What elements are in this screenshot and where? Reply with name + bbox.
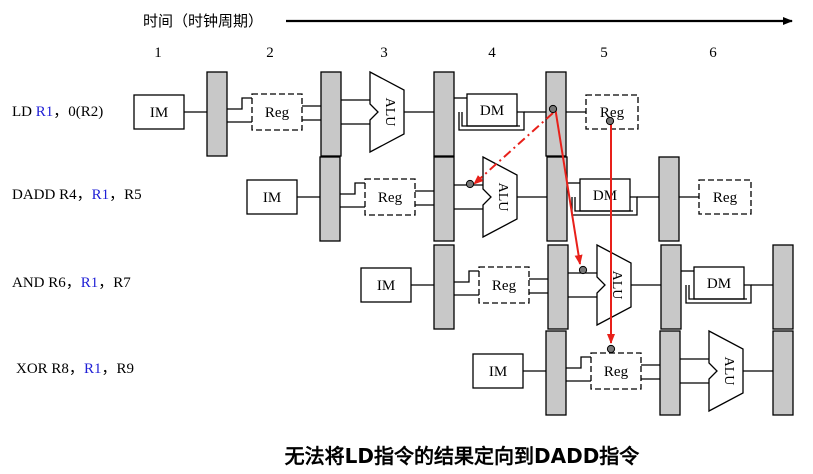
instruction-text-part: AND R6， <box>12 275 81 291</box>
im-stage-label: IM <box>489 364 507 380</box>
instruction-text-part: ，R7 <box>98 275 131 291</box>
instruction-label-1: LD R1，0(R2) <box>12 104 103 120</box>
cycle-number-5: 5 <box>600 45 608 61</box>
im-stage-label: IM <box>263 190 281 206</box>
reg-read-stage <box>478 266 530 304</box>
cycle-number-row: 1 2 3 4 5 6 <box>154 45 717 61</box>
forward-sink-dot <box>606 344 616 354</box>
pipeline-row-3: IM Reg ALU DM <box>360 243 794 330</box>
pipeline-latch-if-id <box>206 71 228 157</box>
pipeline-latch-id-ex <box>547 244 569 330</box>
dm-stage <box>693 266 745 300</box>
reg-read-stage <box>251 93 303 131</box>
cycle-number-3: 3 <box>380 45 388 61</box>
instruction-text-part: ，0(R2) <box>53 104 103 120</box>
pipeline-latch-id-ex <box>433 156 455 242</box>
reg-read-stage-label: Reg <box>378 190 403 206</box>
cycle-number-2: 2 <box>266 45 274 61</box>
pipeline-row-4: IM Reg ALU <box>472 329 794 416</box>
register-r1-highlight: R1 <box>84 361 102 377</box>
reg-read-stage <box>364 178 416 216</box>
im-stage <box>360 267 412 303</box>
im-stage <box>472 353 524 389</box>
reg-write-stage <box>698 179 752 215</box>
cycle-number-1: 1 <box>154 45 162 61</box>
instruction-label-3: AND R6，R1，R7 <box>12 275 131 291</box>
cycle-number-4: 4 <box>488 45 496 61</box>
alu-stage-label: ALU <box>609 271 624 300</box>
pipeline-latch-mem-wb <box>772 244 794 330</box>
register-r1-highlight: R1 <box>92 187 110 203</box>
instruction-text-part: XOR R8， <box>16 361 84 377</box>
instruction-text-part: ，R9 <box>101 361 134 377</box>
pipeline-row-2: IM Reg ALU DM Reg <box>246 155 752 242</box>
im-stage-label: IM <box>150 105 168 121</box>
instruction-label-2: DADD R4，R1，R5 <box>12 187 142 203</box>
pipeline-row-1: IM Reg ALU DM Reg <box>133 70 639 157</box>
dm-stage-label: DM <box>593 188 617 204</box>
alu-stage <box>369 70 405 154</box>
reg-write-stage-label: Reg <box>713 190 738 206</box>
alu-stage <box>482 155 518 239</box>
reg-read-stage-label: Reg <box>604 364 629 380</box>
register-r1-highlight: R1 <box>81 275 99 291</box>
alu-stage <box>596 243 632 327</box>
forwarding-paths <box>465 104 616 354</box>
forward-source-dot <box>605 116 615 126</box>
alu-stage-label: ALU <box>721 357 736 386</box>
pipeline-latch-mem-wb <box>658 156 680 242</box>
alu-stage-label: ALU <box>495 183 510 212</box>
cycle-number-6: 6 <box>709 45 717 61</box>
dm-stage <box>579 178 631 212</box>
pipeline-latch-ex-mem <box>546 156 568 242</box>
dm-stage-label: DM <box>707 276 731 292</box>
alu-stage <box>708 329 744 413</box>
forward-sink-dot <box>578 265 588 275</box>
forward-source-dot <box>548 104 558 114</box>
forward-sink-dot <box>465 179 475 189</box>
pipeline-latch-ex-mem <box>772 330 794 416</box>
alu-stage-label: ALU <box>382 98 397 127</box>
dm-stage <box>466 93 518 127</box>
reg-read-stage <box>590 352 642 390</box>
im-stage-label: IM <box>377 278 395 294</box>
pipeline-latch-ex-mem <box>433 71 455 157</box>
pipeline-latch-ex-mem <box>660 244 682 330</box>
register-r1-highlight: R1 <box>36 104 54 120</box>
reg-read-stage-label: Reg <box>492 278 517 294</box>
dm-stage-label: DM <box>480 103 504 119</box>
reg-read-stage-label: Reg <box>265 105 290 121</box>
pipeline-latch-if-id <box>433 244 455 330</box>
reg-write-stage-label: Reg <box>600 105 625 121</box>
pipeline-latch-id-ex <box>659 330 681 416</box>
instruction-text-part: ，R5 <box>109 187 142 203</box>
instruction-text-part: DADD R4， <box>12 187 92 203</box>
pipeline-latch-id-ex <box>320 71 342 157</box>
instruction-label-4: XOR R8，R1，R9 <box>16 361 134 377</box>
forward-arrow-to-and-alu <box>554 106 583 265</box>
time-axis-label: 时间（时钟周期） <box>143 13 263 30</box>
pipeline-latch-if-id <box>319 156 341 242</box>
diagram-caption: 无法将LD指令的结果定向到DADD指令 <box>285 444 641 468</box>
pipeline-latch-if-id <box>545 330 567 416</box>
instruction-text-part: LD <box>12 104 36 120</box>
